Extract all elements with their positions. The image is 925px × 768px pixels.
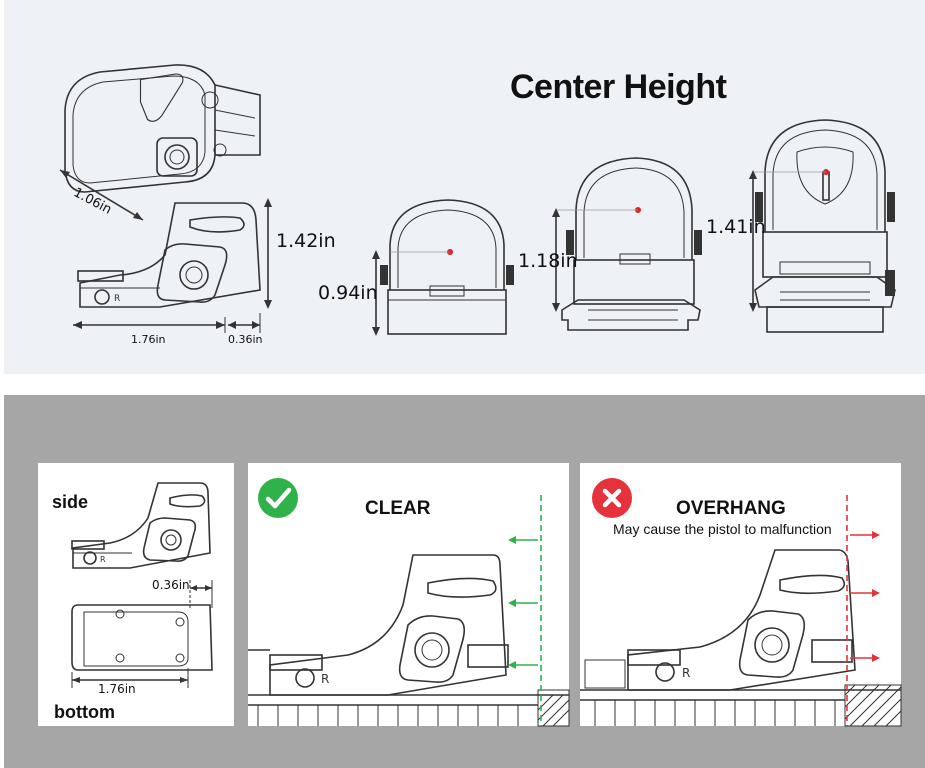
center-height-title: Center Height	[510, 68, 727, 106]
svg-text:R: R	[321, 672, 329, 686]
bottom-small-drawing	[71, 604, 213, 688]
bottom-length-label: 1.76in	[98, 682, 136, 696]
clear-title: CLEAR	[365, 498, 431, 519]
width-arrow	[59, 169, 144, 221]
specs-section	[4, 0, 925, 374]
center-height-mid-label: 1.18in	[518, 250, 578, 272]
side-dimension-lines	[73, 198, 272, 333]
clear-panel	[248, 463, 569, 726]
svg-text:R: R	[100, 555, 106, 564]
side-bottom-panel	[38, 463, 234, 726]
height-label: 1.42in	[276, 230, 336, 252]
check-icon	[258, 478, 298, 518]
x-icon	[592, 478, 632, 518]
side-small-drawing: R	[71, 482, 211, 569]
svg-text:R: R	[682, 666, 690, 680]
overhang-label: 0.36in	[228, 333, 263, 346]
center-height-high-label: 1.41in	[706, 216, 766, 238]
clear-mount-drawing: R	[248, 495, 570, 727]
overhang-title: OVERHANG	[676, 498, 786, 519]
sight-side-drawing: R	[77, 202, 261, 308]
front-view-high	[749, 119, 896, 333]
side-overhang-dimension	[189, 580, 213, 608]
sight-isometric-drawing	[64, 64, 261, 193]
svg-text:R: R	[114, 294, 120, 304]
length-label: 1.76in	[131, 333, 166, 346]
side-label: side	[52, 492, 89, 512]
center-height-low-label: 0.94in	[318, 282, 378, 304]
front-view-low	[372, 199, 514, 336]
front-view-mid	[552, 157, 702, 331]
bottom-label: bottom	[54, 702, 115, 722]
overhang-subtitle: May cause the pistol to malfunction	[613, 521, 832, 537]
overhang-mount-drawing: R	[580, 495, 902, 727]
side-overhang-label: 0.36in	[152, 578, 190, 592]
